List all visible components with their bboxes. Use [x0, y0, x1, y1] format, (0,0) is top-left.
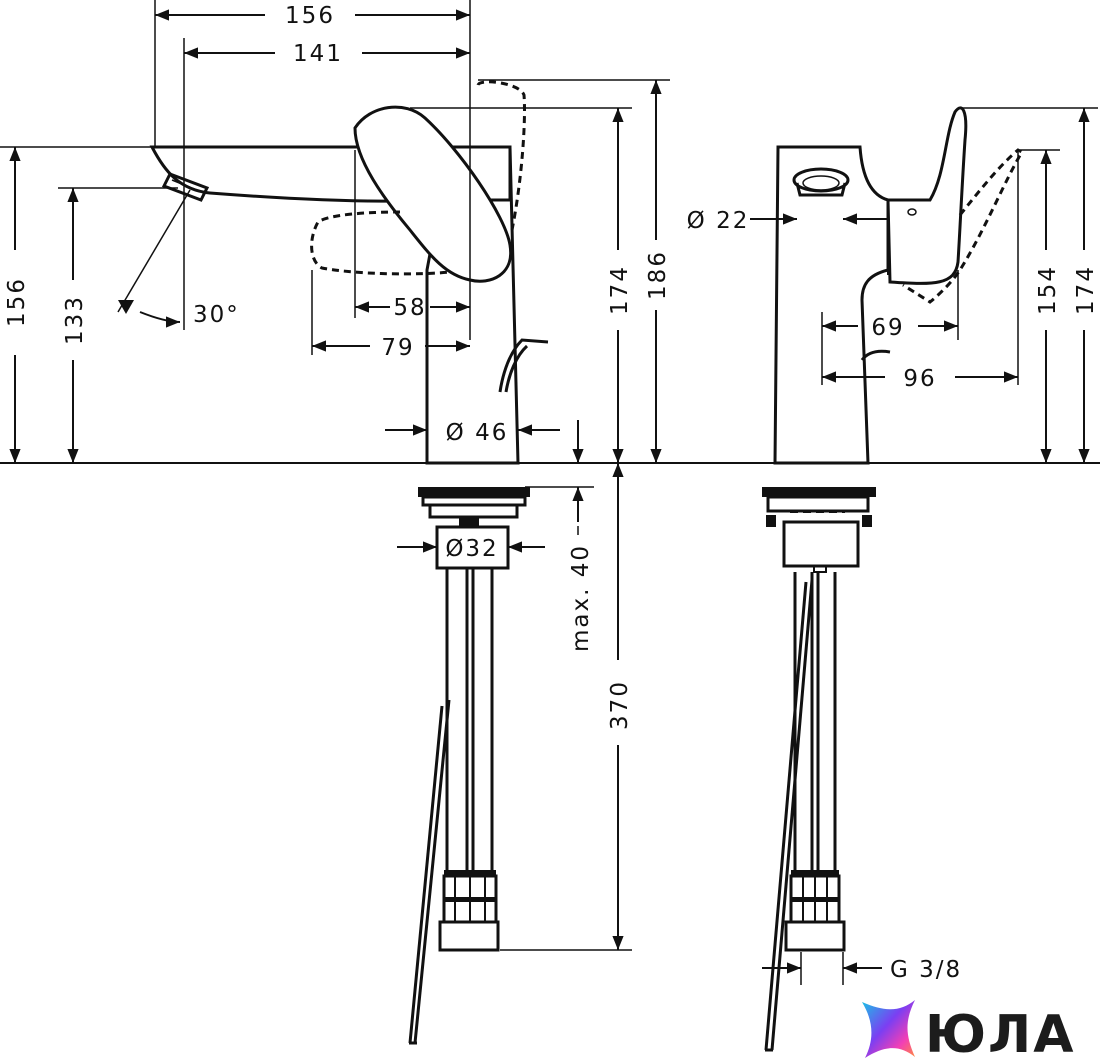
mounting-nut: [418, 487, 530, 497]
popup-cable: [413, 699, 451, 1044]
side-dimensions: Ø 22 69 96 154 174 G 3/8: [687, 107, 1099, 985]
dim-lever-79: 79: [381, 335, 414, 361]
side-lever-dashed: [902, 148, 1025, 304]
dim-width-141: 141: [293, 41, 343, 67]
logo-text: ЮЛА: [925, 1005, 1075, 1064]
front-dimensions: 156 141 156 133 30° 58 79 174: [0, 0, 671, 951]
yula-logo: ЮЛА: [862, 1000, 1075, 1064]
dim-height-174-side: 174: [1073, 265, 1099, 315]
side-lever: [886, 106, 968, 285]
dim-lever-58: 58: [393, 295, 426, 321]
lever-up-dashed: [476, 80, 526, 231]
dim-height-133: 133: [62, 295, 88, 345]
dim-height-156: 156: [4, 277, 30, 327]
front-view: [149, 80, 549, 1045]
side-popup-cable: [770, 579, 814, 1051]
side-popup-rod: [860, 349, 891, 361]
popup-rod: [498, 338, 549, 393]
dim-angle-30: 30°: [193, 302, 240, 328]
logo-star-icon: [862, 1000, 915, 1058]
dim-height-174: 174: [607, 265, 633, 315]
aerator: [161, 172, 210, 202]
dim-max-40: max. 40: [568, 544, 594, 652]
side-view: [762, 106, 1025, 1052]
dim-height-154: 154: [1035, 265, 1061, 315]
dim-height-186: 186: [645, 250, 671, 300]
dim-diameter-32: Ø32: [445, 536, 498, 562]
dim-diameter-46: Ø 46: [446, 420, 509, 446]
dim-diameter-22: Ø 22: [687, 208, 750, 234]
dim-width-69: 69: [871, 315, 904, 341]
dim-length-370: 370: [607, 680, 633, 730]
dim-width-96: 96: [903, 366, 936, 392]
dim-thread-g38: G 3/8: [890, 957, 962, 983]
lever-handle: [353, 105, 513, 283]
dim-width-156: 156: [285, 3, 335, 29]
